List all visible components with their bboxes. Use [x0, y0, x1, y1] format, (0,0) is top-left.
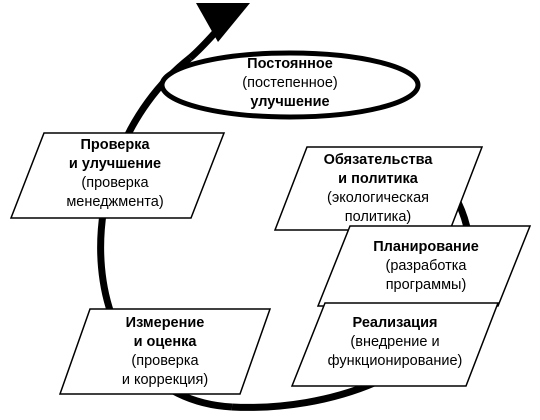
stage-planning-title: Планирование	[373, 239, 479, 255]
stage-commitment-title: Обязательства	[323, 152, 433, 168]
stage-check-title: Проверка	[80, 137, 150, 153]
stage-measurement-title-2: и оценка	[133, 334, 197, 350]
center-subtitle: (постепенное)	[242, 75, 338, 91]
stage-implementation-title: Реализация	[352, 315, 438, 331]
box-implementation	[290, 302, 500, 387]
box-planning	[316, 225, 532, 307]
stage-commitment-title-2: и политика	[338, 171, 418, 187]
stage-check-label: Проверка и улучшение (проверка менеджмен…	[25, 136, 205, 212]
stage-check-title-2: и улучшение	[68, 156, 162, 172]
center-ellipse	[159, 50, 421, 120]
stage-planning-sub-2: программы)	[385, 277, 467, 293]
arrow-head-icon	[196, 3, 250, 42]
box-check	[9, 132, 226, 219]
stage-measurement-title: Измерение	[125, 315, 205, 331]
stage-measurement-label: Измерение и оценка (проверка и коррекция…	[75, 314, 255, 390]
stage-check-sub: (проверка	[81, 175, 149, 191]
stage-implementation-sub: (внедрение и	[350, 334, 440, 350]
center-label: Постоянное (постепенное) улучшение	[200, 55, 380, 112]
center-title-2: улучшение	[250, 94, 330, 110]
stage-implementation-label: Реализация (внедрение и функционирование…	[305, 314, 485, 371]
stage-planning-sub: (разработка	[385, 258, 467, 274]
stage-commitment-label: Обязательства и политика (экологическая …	[288, 151, 468, 227]
stage-measurement-sub-2: и коррекция)	[121, 372, 209, 388]
box-measurement	[58, 308, 272, 395]
center-title: Постоянное	[247, 56, 333, 72]
stage-planning-label: Планирование (разработка программы)	[336, 238, 516, 295]
stage-implementation-sub-2: функционирование)	[327, 353, 463, 369]
stage-check-sub-2: менеджмента)	[66, 194, 164, 210]
stage-measurement-sub: (проверка	[131, 353, 199, 369]
stage-commitment-sub: (экологическая	[326, 190, 429, 206]
stage-commitment-sub-2: политика)	[344, 209, 412, 225]
